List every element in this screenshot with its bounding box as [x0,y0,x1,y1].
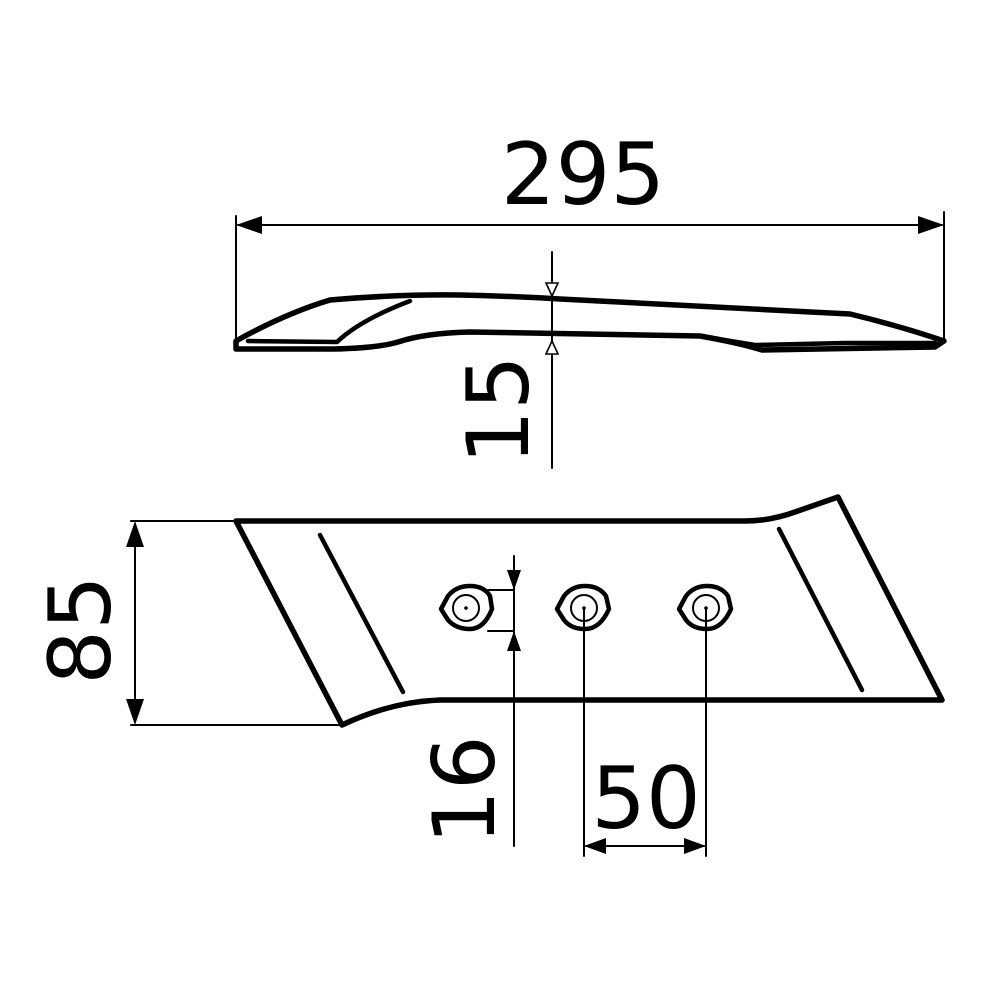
side-view-edge-left [245,298,413,345]
dimension-thickness: 15 [449,251,560,469]
bolt-hole-1 [438,583,495,632]
dimension-label-length: 295 [501,125,665,225]
arrow-height-top [126,521,144,547]
arrow-height-bottom [126,699,144,725]
dimension-length: 295 [235,125,945,343]
dimension-label-hole-spacing: 50 [591,749,700,849]
dimension-label-height: 85 [31,575,131,684]
arrow-spacing-right [684,838,706,854]
arrow-offset-bottom [507,631,521,651]
side-view [233,292,947,353]
dimension-label-hole-offset: 16 [415,735,515,844]
arrow-spacing-left [584,838,606,854]
arrow-thickness-bottom [544,339,560,355]
dimension-label-thickness: 15 [449,355,549,464]
bevel-line-left [317,532,406,695]
dimension-height: 85 [31,520,341,726]
arrow-left [236,216,262,234]
side-view-edge-right [697,333,938,348]
arrow-right [918,216,944,234]
side-view-profile [233,292,947,353]
dimension-hole-offset: 16 [415,555,521,847]
arrow-offset-top [507,570,521,590]
plan-view [233,494,945,728]
arrow-thickness-top [544,282,560,298]
bevel-line-right [776,526,865,693]
plan-view-outline [233,494,945,728]
dimension-hole-spacing: 50 [583,607,707,857]
